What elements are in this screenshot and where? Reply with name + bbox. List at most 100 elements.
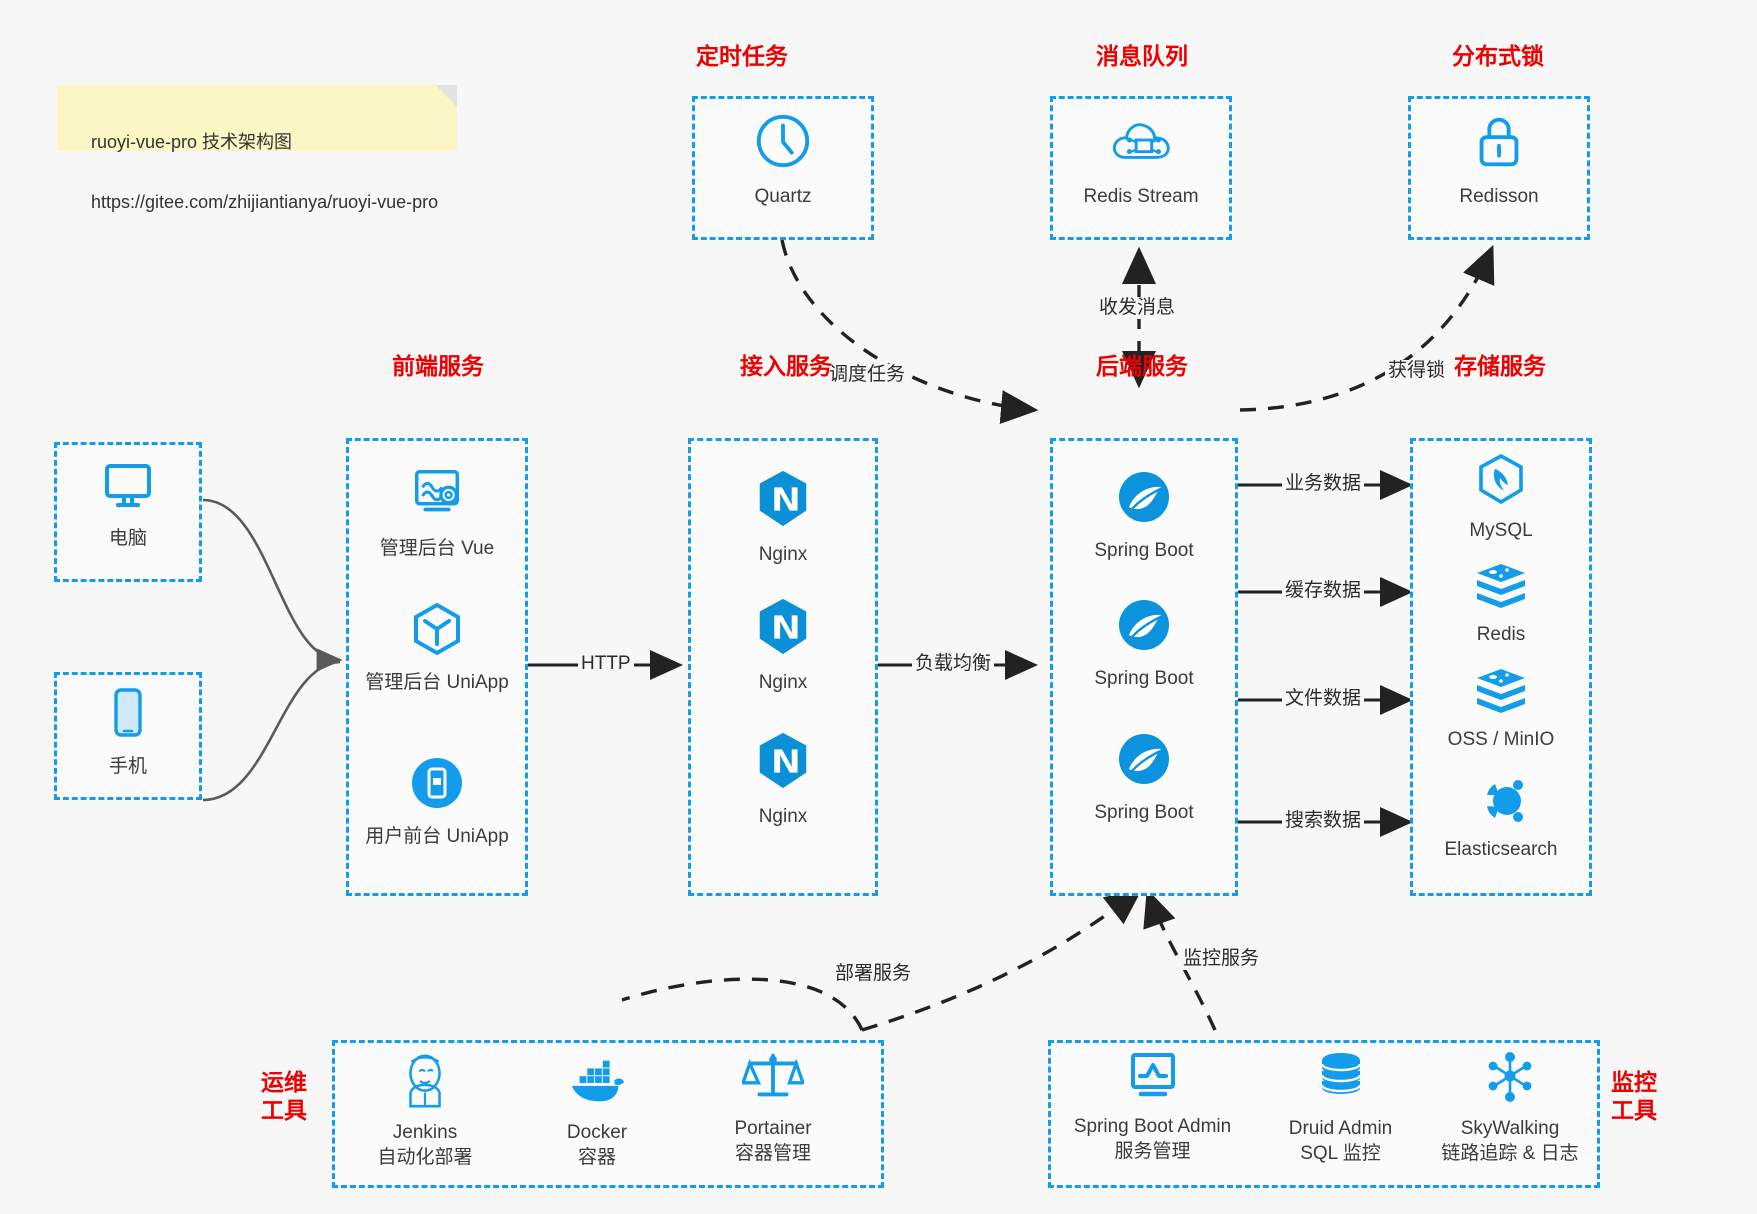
node-redisson[interactable]: Redisson: [1408, 110, 1590, 209]
node-oss-minio[interactable]: OSS / MinIO: [1410, 665, 1592, 752]
docker-icon: [566, 1056, 628, 1113]
node-quartz[interactable]: Quartz: [692, 110, 874, 209]
node-spring-boot-2[interactable]: Spring Boot: [1050, 596, 1238, 691]
group-title-gateway: 接入服务: [740, 353, 832, 379]
node-spring-boot-1[interactable]: Spring Boot: [1050, 468, 1238, 563]
jenkins-icon: [397, 1050, 453, 1117]
group-title-lock: 分布式锁: [1452, 43, 1544, 69]
node-redis-stream[interactable]: Redis Stream: [1050, 112, 1232, 209]
node-jenkins[interactable]: Jenkins 自动化部署: [340, 1050, 510, 1170]
node-label-nginx-1: Nginx: [758, 544, 808, 565]
node-label-portainer: Portainer: [734, 1118, 812, 1139]
edge-label-file-data: 文件数据: [1282, 688, 1365, 710]
lock-icon: [1470, 110, 1528, 177]
node-label-spring-boot-3: Spring Boot: [1094, 802, 1194, 823]
node-label-nginx-3: Nginx: [758, 806, 808, 827]
group-box-scheduler: [692, 96, 874, 240]
clock-icon: [752, 110, 814, 177]
group-box-storage: [1410, 438, 1592, 896]
cube-icon: [408, 600, 466, 663]
node-druid-admin[interactable]: Druid Admin SQL 监控: [1258, 1050, 1423, 1166]
node-sublabel-jenkins: 自动化部署: [377, 1147, 473, 1168]
node-sublabel-portainer: 容器管理: [734, 1143, 811, 1164]
skywalking-icon: [1481, 1050, 1539, 1111]
node-label-redis: Redis: [1476, 624, 1526, 645]
group-title-storage: 存储服务: [1454, 353, 1546, 379]
group-title-monitor: 监控 工具: [1611, 1069, 1657, 1123]
nginx-icon: [755, 596, 811, 663]
redis-icon: [1473, 560, 1529, 617]
node-label-admin-uniapp: 管理后台 UniApp: [365, 672, 509, 693]
node-sublabel-spring-boot-admin: 服务管理: [1114, 1141, 1191, 1162]
desktop-icon: [99, 460, 157, 519]
node-label-docker: Docker: [566, 1122, 628, 1143]
node-label-druid-admin: Druid Admin: [1288, 1118, 1393, 1139]
mysql-icon: [1473, 452, 1529, 513]
node-nginx-3[interactable]: Nginx: [688, 730, 878, 829]
node-elasticsearch[interactable]: Elasticsearch: [1410, 775, 1592, 862]
node-docker[interactable]: Docker 容器: [512, 1056, 682, 1170]
node-label-spring-boot-admin: Spring Boot Admin: [1073, 1116, 1232, 1137]
node-desktop[interactable]: 电脑: [54, 460, 202, 551]
node-portainer[interactable]: Portainer 容器管理: [684, 1048, 862, 1166]
mobile-icon: [107, 686, 149, 747]
spring-boot-icon: [1115, 730, 1173, 793]
note-line-1: ruoyi-vue-pro 技术架构图: [91, 132, 293, 152]
note-fold-corner: [435, 85, 457, 107]
node-label-mobile: 手机: [108, 756, 147, 777]
database-icon: [1313, 1050, 1369, 1111]
spring-boot-icon: [1115, 596, 1173, 659]
node-admin-vue[interactable]: 管理后台 Vue: [346, 466, 528, 561]
nginx-icon: [755, 730, 811, 797]
node-label-admin-vue: 管理后台 Vue: [379, 538, 495, 559]
elasticsearch-icon: [1473, 775, 1529, 832]
spring-boot-icon: [1115, 468, 1173, 531]
edge-label-search-data: 搜索数据: [1282, 810, 1365, 832]
node-user-uniapp[interactable]: 用户前台 UniApp: [346, 754, 528, 849]
node-label-nginx-2: Nginx: [758, 672, 808, 693]
edge-label-business-data: 业务数据: [1282, 473, 1365, 495]
group-title-mq: 消息队列: [1096, 43, 1188, 69]
node-nginx-2[interactable]: Nginx: [688, 596, 878, 695]
node-spring-boot-3[interactable]: Spring Boot: [1050, 730, 1238, 825]
edge-label-send-receive: 收发消息: [1096, 297, 1179, 319]
node-label-spring-boot-1: Spring Boot: [1094, 540, 1194, 561]
node-mysql[interactable]: MySQL: [1410, 452, 1592, 543]
group-box-frontend: [346, 438, 528, 896]
phone-app-icon: [408, 754, 466, 817]
group-title-frontend: 前端服务: [392, 353, 484, 379]
nginx-icon: [755, 468, 811, 535]
node-label-elasticsearch: Elasticsearch: [1444, 839, 1558, 860]
node-admin-uniapp[interactable]: 管理后台 UniApp: [346, 600, 528, 695]
edge-label-acquire-lock: 获得锁: [1385, 360, 1449, 382]
node-label-desktop: 电脑: [108, 528, 147, 549]
edge-label-monitor-service: 监控服务: [1180, 948, 1263, 970]
dashboard-gear-icon: [406, 466, 468, 529]
cloud-stream-icon: [1110, 112, 1172, 175]
node-redis[interactable]: Redis: [1410, 560, 1592, 647]
edge-label-http: HTTP: [578, 653, 634, 675]
node-sublabel-druid-admin: SQL 监控: [1300, 1143, 1381, 1164]
node-label-redis-stream: Redis Stream: [1083, 186, 1199, 207]
redis-icon: [1473, 665, 1529, 722]
group-title-scheduler: 定时任务: [696, 43, 788, 69]
node-sublabel-skywalking: 链路追踪 & 日志: [1441, 1143, 1579, 1164]
node-label-skywalking: SkyWalking: [1460, 1118, 1560, 1139]
edge-label-cache-data: 缓存数据: [1282, 580, 1365, 602]
node-sublabel-docker: 容器: [577, 1147, 616, 1168]
group-box-mq: [1050, 96, 1232, 240]
node-label-mysql: MySQL: [1469, 520, 1533, 541]
node-label-spring-boot-2: Spring Boot: [1094, 668, 1194, 689]
edge-label-load-balance: 负载均衡: [912, 653, 995, 675]
node-nginx-1[interactable]: Nginx: [688, 468, 878, 567]
edge-label-schedule-task: 调度任务: [826, 364, 909, 386]
scales-icon: [740, 1048, 806, 1111]
node-label-user-uniapp: 用户前台 UniApp: [365, 826, 509, 847]
node-mobile[interactable]: 手机: [54, 686, 202, 779]
group-title-devops: 运维 工具: [261, 1069, 307, 1123]
edge-label-deploy-service: 部署服务: [832, 963, 915, 985]
node-spring-boot-admin[interactable]: Spring Boot Admin 服务管理: [1055, 1050, 1250, 1164]
monitor-chart-icon: [1123, 1050, 1183, 1111]
node-skywalking[interactable]: SkyWalking 链路追踪 & 日志: [1420, 1050, 1600, 1166]
